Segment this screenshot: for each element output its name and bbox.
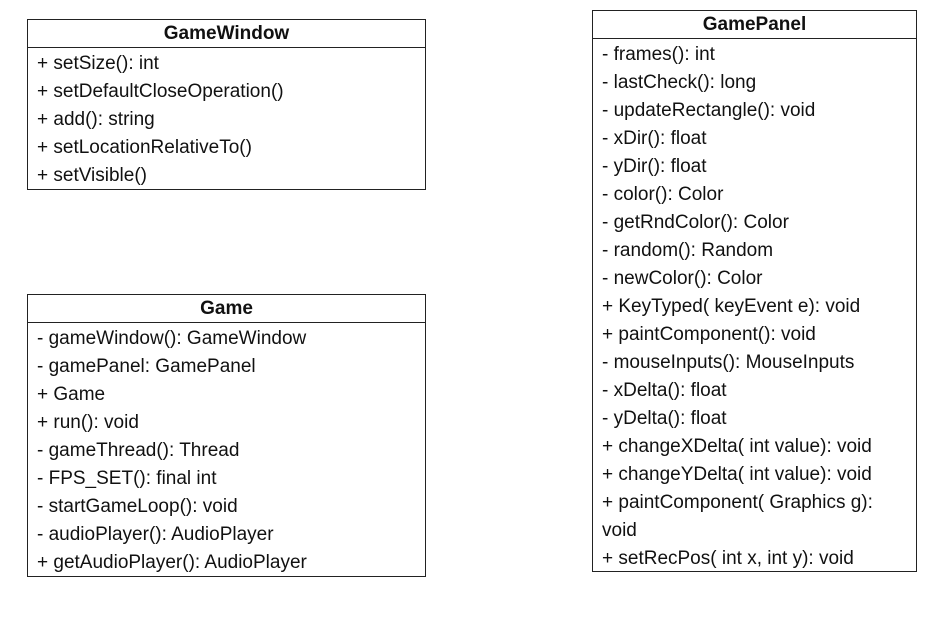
class-member: - xDelta(): float [602, 380, 727, 401]
class-member: - frames(): int [602, 44, 715, 65]
class-member: - getRndColor(): Color [602, 212, 789, 233]
class-member: - updateRectangle(): void [602, 100, 816, 121]
class-member: - newColor(): Color [602, 268, 763, 289]
class-member: - color(): Color [602, 184, 724, 205]
class-box-game: Game - gameWindow(): GameWindow - gamePa… [27, 294, 426, 577]
class-member: + setVisible() [37, 165, 148, 186]
class-member: + changeYDelta( int value): void [602, 464, 872, 485]
class-member: + run(): void [37, 412, 139, 433]
class-title: GamePanel [593, 11, 916, 39]
member-list: - frames(): int - lastCheck(): long - up… [593, 39, 916, 573]
class-title: GameWindow [28, 20, 425, 48]
class-member: - FPS_SET(): final int [37, 468, 217, 489]
class-box-gamepanel: GamePanel - frames(): int - lastCheck():… [592, 10, 917, 572]
class-member: + paintComponent(): void [602, 324, 816, 345]
class-member: + add(): string [37, 109, 155, 130]
class-member: + setDefaultCloseOperation() [37, 81, 284, 102]
class-box-gamewindow: GameWindow + setSize(): int + setDefault… [27, 19, 426, 190]
member-list: - gameWindow(): GameWindow - gamePanel: … [28, 323, 425, 577]
class-member: - lastCheck(): long [602, 72, 757, 93]
class-member: - xDir(): float [602, 128, 707, 149]
class-member: - yDelta(): float [602, 408, 727, 429]
class-member: + setSize(): int [37, 53, 159, 74]
class-member: + Game [37, 384, 106, 405]
class-member: + setLocationRelativeTo() [37, 137, 252, 158]
class-member: + paintComponent( Graphics g): void [602, 492, 873, 541]
member-list: + setSize(): int + setDefaultCloseOperat… [28, 48, 425, 190]
class-member: - mouseInputs(): MouseInputs [602, 352, 855, 373]
class-member: - startGameLoop(): void [37, 496, 238, 517]
class-member: - gamePanel: GamePanel [37, 356, 256, 377]
class-member: + KeyTyped( keyEvent e): void [602, 296, 861, 317]
class-member: - audioPlayer(): AudioPlayer [37, 524, 274, 545]
class-member: - random(): Random [602, 240, 774, 261]
class-member: + setRecPos( int x, int y): void [602, 548, 854, 569]
class-member: - gameThread(): Thread [37, 440, 240, 461]
class-member: - gameWindow(): GameWindow [37, 328, 307, 349]
class-member: + changeXDelta( int value): void [602, 436, 872, 457]
class-title: Game [28, 295, 425, 323]
class-member: + getAudioPlayer(): AudioPlayer [37, 552, 307, 573]
class-member: - yDir(): float [602, 156, 707, 177]
